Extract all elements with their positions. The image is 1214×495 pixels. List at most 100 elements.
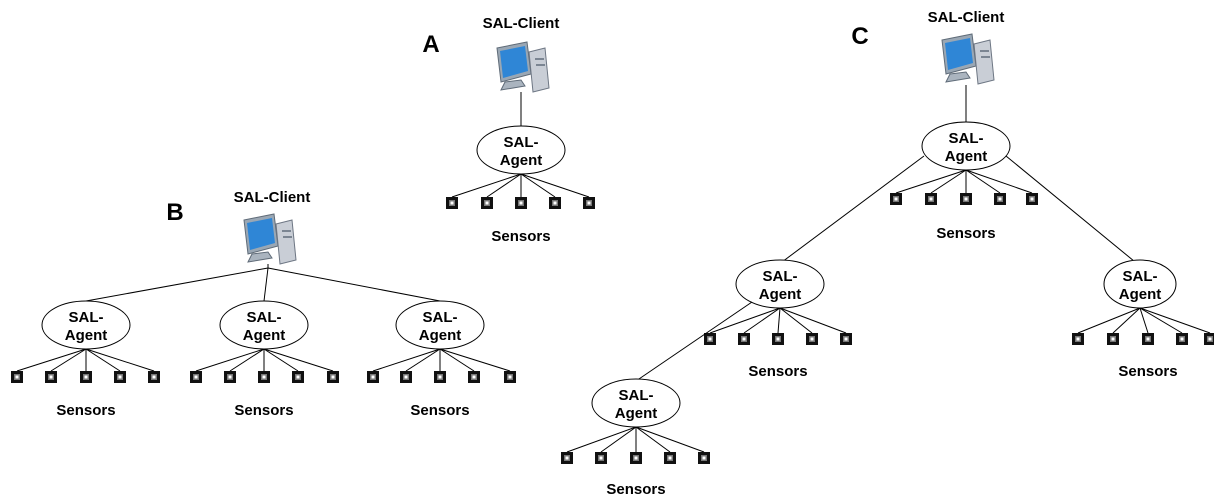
sensor-icon [504,371,516,383]
sensor-icon [561,452,573,464]
sensor-highlight [553,201,557,205]
sensor-icon [11,371,23,383]
client-label: SAL-Client [928,9,1005,26]
sensor-highlight [599,456,603,460]
sensor-highlight [296,375,300,379]
sensor-link [895,169,967,194]
agent-label-line1: SAL- [247,309,282,326]
sensor-link [229,348,265,372]
sensor-link [520,173,590,198]
drive-slot [535,58,544,60]
sensor-highlight [194,375,198,379]
sensor-icon [994,193,1006,205]
sensor-highlight [929,197,933,201]
sensor-icon [840,333,852,345]
sensor-link [85,348,155,372]
monitor-base [247,251,273,263]
sensor-highlight [152,375,156,379]
sensor-link [777,307,781,334]
sensor-highlight [1076,337,1080,341]
monitor-screen [500,46,528,78]
sensor-highlight [84,375,88,379]
sensor-link [50,348,87,372]
agent-label-line2: Agent [615,405,658,422]
drive-slot [536,64,545,66]
agent-label-line2: Agent [1119,286,1162,303]
agent-label-line2: Agent [243,327,286,344]
drive-slot [981,56,990,58]
sensor-link [405,348,441,372]
sensor-icon [258,371,270,383]
sensor-highlight [404,375,408,379]
sensor-highlight [998,197,1002,201]
sensor-icon [45,371,57,383]
sensor-link [1077,307,1141,334]
sensor-icon [1026,193,1038,205]
agent-agent-link [1005,155,1141,267]
sensor-icon [400,371,412,383]
computer-icon [496,41,550,93]
sensor-icon [1107,333,1119,345]
sensor-link [635,426,671,453]
sensor-icon [772,333,784,345]
sensor-link [930,169,967,194]
sensor-link [263,348,299,372]
drive-slot [283,236,292,238]
sensor-icon [148,371,160,383]
sensor-link [439,348,475,372]
sensor-link [779,307,813,334]
sensor-highlight [894,197,898,201]
sensors-label: Sensors [936,225,995,242]
sensor-highlight [565,456,569,460]
sensor-link [566,426,637,453]
sensor-highlight [964,197,968,201]
sensor-icon [890,193,902,205]
client-label: SAL-Client [483,15,560,32]
sensor-highlight [702,456,706,460]
sensors-label: Sensors [606,481,665,495]
sensor-icon [515,197,527,209]
client-agent-link [85,267,269,302]
monitor-base [500,79,526,91]
sensor-link [779,307,847,334]
sensor-link [1139,307,1183,334]
sensor-icon [190,371,202,383]
sensor-link [600,426,637,453]
drive-slot [282,230,291,232]
sensor-link [965,169,1001,194]
sensor-link [85,348,121,372]
sensor-icon [630,452,642,464]
sensor-highlight [634,456,638,460]
sensor-highlight [1111,337,1115,341]
sensor-highlight [508,375,512,379]
sensor-icon [738,333,750,345]
sensor-highlight [118,375,122,379]
sensor-highlight [844,337,848,341]
agent-label-line1: SAL- [504,134,539,151]
sensor-icon [434,371,446,383]
sensor-icon [327,371,339,383]
sensor-link [1112,307,1141,334]
sensor-highlight [742,337,746,341]
sensors-label: Sensors [1118,363,1177,380]
sensor-highlight [1208,337,1212,341]
sensor-link [263,348,334,372]
sensors-label: Sensors [491,228,550,245]
monitor-screen [945,38,973,70]
sensors-label: Sensors [410,402,469,419]
sensor-icon [292,371,304,383]
computer-icon [243,213,297,265]
sensor-icon [114,371,126,383]
sensor-link [451,173,522,198]
sensor-link [709,307,781,334]
sensor-highlight [587,201,591,205]
sensor-link [635,426,705,453]
sensor-link [520,173,556,198]
sensor-highlight [228,375,232,379]
sensor-link [1139,307,1149,334]
sensor-highlight [1030,197,1034,201]
sensor-icon [698,452,710,464]
sensor-icon [806,333,818,345]
sensor-link [16,348,87,372]
